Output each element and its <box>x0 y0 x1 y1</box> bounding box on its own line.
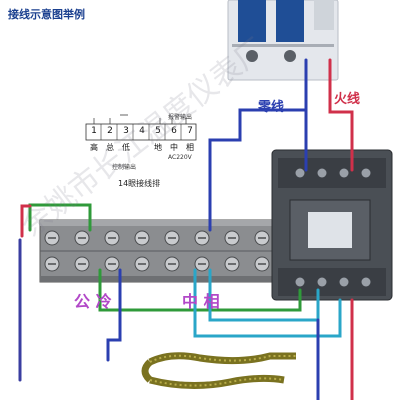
pin-6: 6 <box>171 126 177 136</box>
pin-1: 1 <box>91 126 97 136</box>
pin-3: 3 <box>123 126 129 136</box>
circuit-breaker <box>227 0 339 81</box>
pin-5: 5 <box>155 126 161 136</box>
pin-name-7: 相 <box>186 143 194 152</box>
contactor <box>271 149 393 301</box>
pin-name-5: 地 <box>154 143 162 152</box>
pin-name-6: 中 <box>170 143 178 152</box>
alarm-output-label: 报警输出 <box>168 114 193 121</box>
pin-schematic <box>85 114 197 141</box>
terminal-strip <box>39 219 281 283</box>
pin-names-row: 高 总 低 地 中 相 <box>86 142 198 153</box>
pin-4: 4 <box>139 126 145 136</box>
pin-numbers-row: 1 2 3 4 5 6 7 <box>86 126 198 136</box>
control-output-label: 控制输出 <box>112 164 137 171</box>
bottom-left-label: 公 冷 <box>74 292 112 311</box>
page-title: 接线示意图举例 <box>8 8 85 21</box>
neutral-wire-label: 零线 <box>258 100 285 115</box>
wires <box>18 58 354 400</box>
pin-name-1: 高 <box>90 143 98 152</box>
pin-name-3: 低 <box>122 143 130 152</box>
live-wire-label: 火线 <box>334 92 361 107</box>
heater-element <box>141 352 296 390</box>
pin-name-2: 总 <box>106 143 114 152</box>
pin-2: 2 <box>107 126 113 136</box>
bottom-right-label: 中 相 <box>182 292 220 311</box>
pin-7: 7 <box>187 126 193 136</box>
voltage-label: AC220V <box>168 154 192 161</box>
terminal-strip-caption: 14眼接线排 <box>118 179 161 188</box>
terminal-screws <box>44 230 270 272</box>
